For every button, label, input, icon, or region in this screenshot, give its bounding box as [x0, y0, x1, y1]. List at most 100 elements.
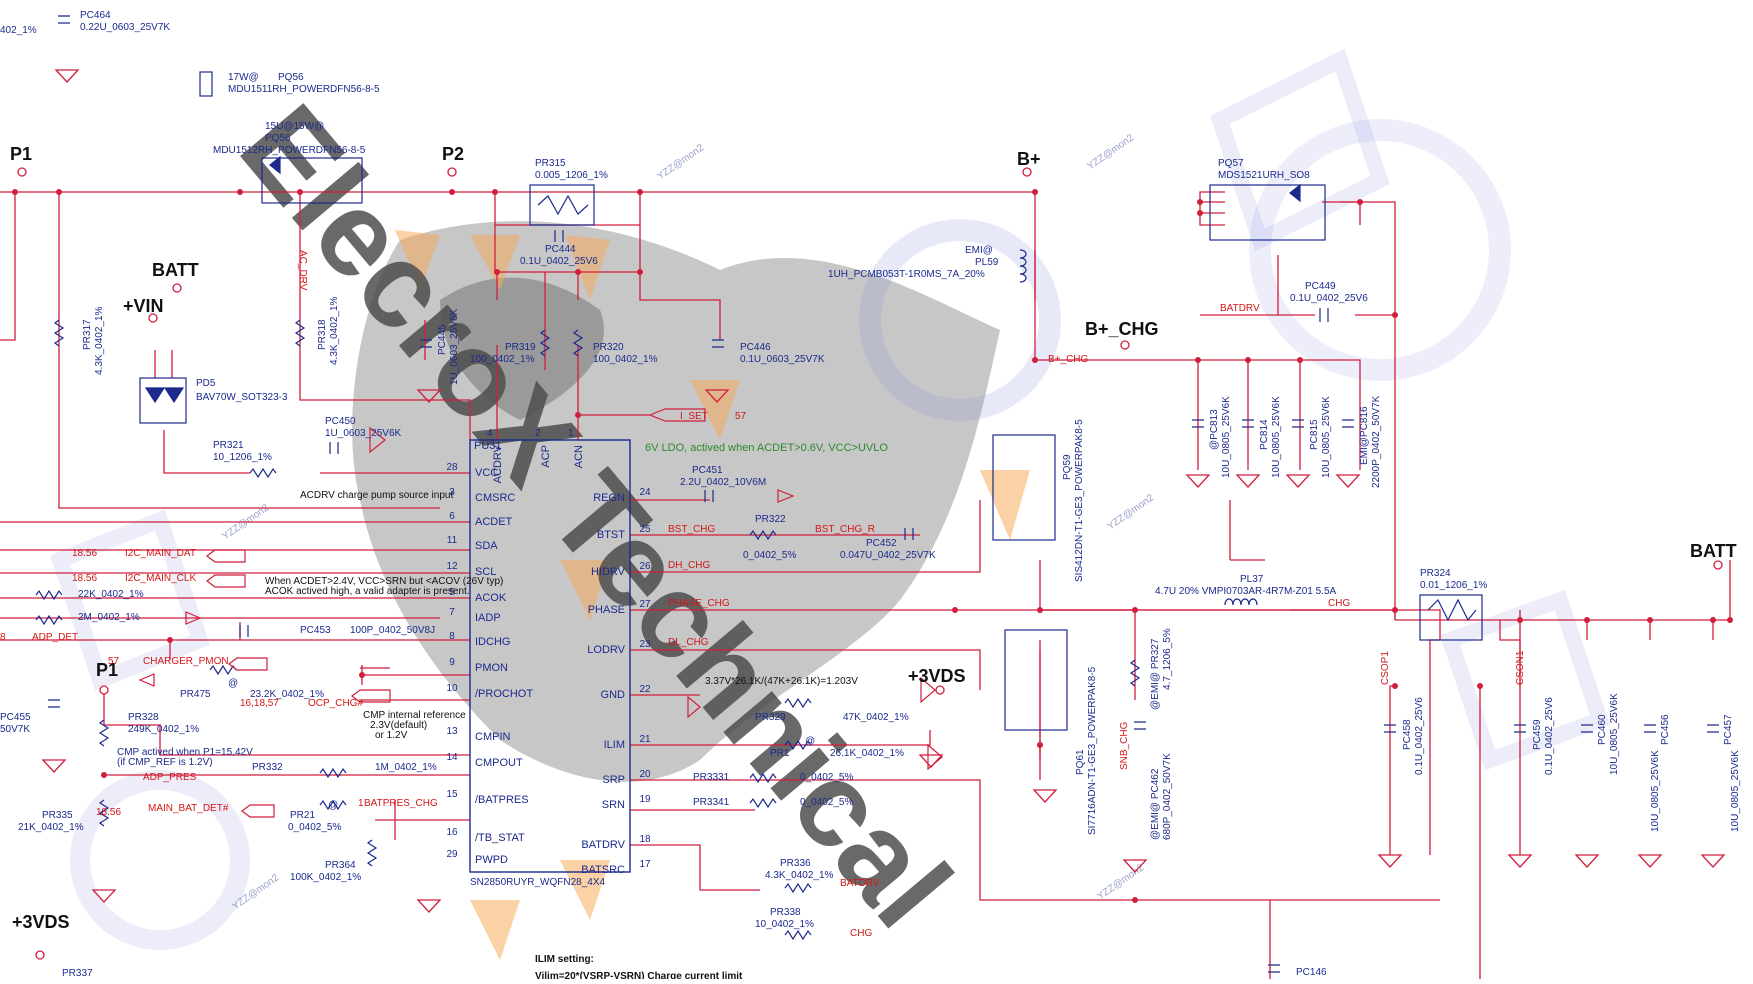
sig-i2c-dat: I2C_MAIN_DAT	[125, 548, 196, 559]
r22k-val: 22K_0402_1%	[78, 589, 144, 600]
watermark-small-2: YZZ@mon2	[1085, 132, 1136, 172]
pc458-ref: PC458	[1402, 719, 1413, 750]
pc816-ref: EMI@PC816	[1359, 406, 1370, 465]
ic-pin-num-27: 27	[639, 599, 651, 610]
pr3331-val: 0_0402_5%	[800, 772, 853, 783]
connectors	[138, 408, 943, 818]
pc813-val: 10U_0805_25V6K	[1221, 396, 1232, 478]
pr364-ref: PR364	[325, 860, 356, 871]
pc450-val: 1U_0603_25V6K	[325, 428, 402, 439]
pr320-ref: PR320	[593, 342, 624, 353]
pc815-ref: PC815	[1309, 419, 1320, 450]
pl37-ref: PL37	[1240, 574, 1264, 585]
ic-pin-name: GND	[601, 689, 626, 701]
ic-pin-num-8: 8	[449, 631, 455, 642]
part-labels: PC464 0.22U_0603_25V7K 402_1% 17W@ PQ56 …	[0, 10, 1741, 979]
pr322-ref: PR322	[755, 514, 786, 525]
watermark-small-4: YZZ@mon2	[1105, 492, 1156, 532]
note-cmp-act-1: CMP actived when P1=15.42V	[117, 747, 253, 758]
sig-dh-chg: DH_CHG	[668, 560, 710, 571]
net-p2: P2	[442, 144, 464, 164]
pr21-ref: PR21	[290, 810, 315, 821]
ic-pin-name: IADP	[475, 612, 501, 624]
ic-pin-num-3: 3	[449, 487, 455, 498]
pr336-val: 4.3K_0402_1%	[765, 870, 834, 881]
ic-pin-num-23: 23	[639, 639, 651, 650]
net-3vds-mid: +3VDS	[908, 666, 966, 686]
ic-pin-num-10: 10	[446, 683, 458, 694]
pq57-ref: PQ57	[1218, 158, 1244, 169]
note-cmp-ref-3: or 1.2V	[375, 730, 408, 741]
pr317-val: 4.3K_0402_1%	[94, 306, 105, 375]
notes: 6V LDO, actived when ACDET>0.6V, VCC>UVL…	[117, 442, 888, 982]
note-acdrv: ACDRV charge pump source input	[300, 490, 453, 501]
ic-pin-name: /PROCHOT	[475, 688, 533, 700]
pr321-val: 10_1206_1%	[213, 452, 272, 463]
pr336-ref: PR336	[780, 858, 811, 869]
sig-pg-1856a: 18.56	[72, 548, 97, 559]
pc455-ref: PC455	[0, 712, 31, 723]
pr338-val: 10_0402_1%	[755, 919, 814, 930]
ic-pin-num-29: 29	[446, 849, 458, 860]
pr318-val: 4.3K_0402_1%	[329, 296, 340, 365]
ic-pin-num-12: 12	[446, 561, 458, 572]
sig-ocp-pages: 16,18,57	[240, 698, 279, 709]
ic-pin-name: REGN	[593, 492, 625, 504]
pc402-val: 402_1%	[0, 25, 37, 36]
pl59-ref: PL59	[975, 257, 999, 268]
pr319-val: 100_0402_1%	[470, 354, 535, 365]
pc458-val: 0.1U_0402_25V6	[1414, 697, 1425, 775]
sig-pmon-page: 57	[108, 656, 120, 667]
r2m-val: 2M_0402_1%	[78, 612, 140, 623]
ic-pin-name: SDA	[475, 540, 498, 552]
net-p1-top: P1	[10, 144, 32, 164]
pr337-ref: PR337	[62, 968, 93, 979]
pr317-ref: PR317	[82, 319, 93, 350]
pc464-val: 0.22U_0603_25V7K	[80, 22, 170, 33]
ic-pin-name: /BATPRES	[475, 794, 529, 806]
pc460-ref: PC460	[1597, 714, 1608, 745]
ic-pin-name: PWPD	[475, 854, 508, 866]
grounds	[41, 69, 1726, 913]
ic-pin-name: CMPOUT	[475, 757, 523, 769]
sig-csop1: CSOP1	[1380, 651, 1391, 685]
ic-pin-name: ACN	[573, 445, 585, 468]
ic-pin-num-13: 13	[446, 726, 458, 737]
pc815-val: 10U_0805_25V6K	[1321, 396, 1332, 478]
ic-pin-name: ACDET	[475, 516, 513, 528]
pc451-val: 2.2U_0402_10V6M	[680, 477, 766, 488]
wires	[0, 191, 1731, 984]
net-3vds-bottom: +3VDS	[12, 912, 70, 932]
note-ldo: 6V LDO, actived when ACDET>0.6V, VCC>UVL…	[645, 442, 888, 454]
pr3341-val: 0_0402_5%	[800, 797, 853, 808]
note-cmp-ref-2: 2.3V(default)	[370, 720, 427, 731]
sig-i-set: I_SET	[680, 411, 708, 422]
net-bplus-chg: B+_CHG	[1085, 319, 1159, 339]
ic-pin-num-7: 7	[449, 607, 455, 618]
sig-phase-chg: PHASE_CHG	[668, 598, 730, 609]
pq56b-val: MDU1512RH_POWERDFN56-8-5	[213, 145, 366, 156]
pr1-val: 26.1K_0402_1%	[830, 748, 904, 759]
note-formula: 3.37V*26.1K/(47K+26.1K)=1.203V	[705, 676, 858, 687]
pr320-val: 100_0402_1%	[593, 354, 658, 365]
ic-pin-num-16: 16	[446, 827, 458, 838]
ic-pin-num-26: 26	[639, 561, 651, 572]
symbols	[35, 15, 1719, 973]
sig-batdrv-bot: BATDRV	[840, 878, 880, 889]
pr338-ref: PR338	[770, 907, 801, 918]
sig-ac-drv: AC_DRV	[297, 250, 308, 291]
ic-pin-name: ACDRV	[492, 444, 504, 483]
ic-pin-name: HIDRV	[591, 566, 626, 578]
pr475-tag: @	[228, 678, 238, 689]
pr328-ref: PR328	[128, 712, 159, 723]
note-acok-1: When ACDET>2.4V, VCC>SRN but <ACOV (26V …	[265, 576, 503, 587]
pr3331-ref: PR3331	[693, 772, 730, 783]
net-batt-left: BATT	[152, 260, 199, 280]
pr475-val: 23.2K_0402_1%	[250, 689, 324, 700]
pc452-val: 0.047U_0402_25V7K	[840, 550, 936, 561]
pr3341-ref: PR3341	[693, 797, 730, 808]
